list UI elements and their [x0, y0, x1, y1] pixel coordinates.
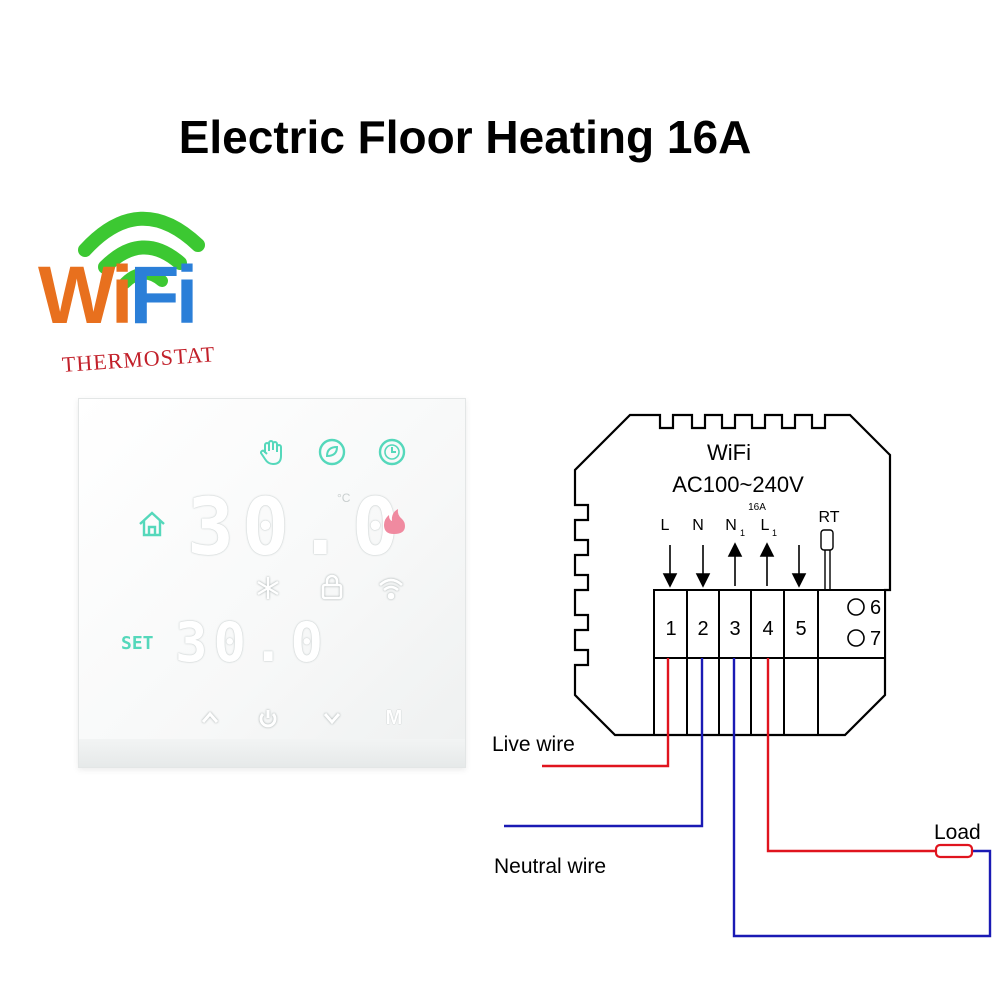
- wifi-arc-outer: [78, 211, 205, 257]
- sensor-label: RT: [818, 509, 839, 526]
- terminal-label-l: L: [661, 517, 670, 534]
- wifi-logo: [78, 211, 205, 289]
- arrow-down-icon: [662, 573, 678, 588]
- sensor-probe: [820, 529, 834, 551]
- wifi-status-icon: [379, 578, 403, 600]
- arrow-down-icon: [791, 573, 807, 588]
- neutral-wire-label: Neutral wire: [494, 855, 606, 878]
- terminal-label-l1: L: [761, 517, 770, 534]
- live-wire-line: [542, 658, 670, 768]
- set-temperature-display: 30.0: [175, 611, 330, 674]
- logo-letter: F: [129, 250, 179, 341]
- mode-button[interactable]: M: [385, 707, 403, 729]
- voltage-label: AC100~240V: [672, 472, 804, 497]
- terminal-3: 3: [729, 618, 740, 640]
- terminal-2: 2: [697, 618, 708, 640]
- current-temperature-display: 30.0: [187, 483, 407, 573]
- terminal-label-n: N: [692, 517, 704, 534]
- terminal-label-n1-sub: 1: [740, 528, 745, 538]
- home-icon: [139, 511, 165, 537]
- load-resistor: [934, 843, 974, 859]
- logo-letter: i: [175, 250, 199, 341]
- power-button[interactable]: [255, 705, 281, 731]
- lock-icon: [321, 574, 343, 600]
- neutral-wire-line: [504, 658, 704, 828]
- sensor-terminal-7: [847, 629, 865, 647]
- page-title: Electric Floor Heating 16A: [178, 111, 752, 163]
- current-label: 16A: [748, 502, 766, 513]
- wifi-arc-inner: [119, 267, 168, 289]
- wifi-arc-middle: [98, 240, 187, 274]
- module-label: WiFi: [707, 440, 751, 465]
- eco-icon[interactable]: [317, 437, 347, 467]
- set-label: SET: [121, 633, 154, 654]
- logo-letter: i: [110, 250, 134, 341]
- thermostat-panel: 30.0 °C SET 30.0 M: [78, 398, 466, 768]
- terminal-block: [653, 589, 886, 659]
- load-neutral-line: [732, 658, 992, 938]
- up-button[interactable]: [197, 705, 223, 731]
- arrow-down-icon: [695, 573, 711, 588]
- degree-unit: °C: [337, 491, 351, 505]
- logo-letter: W: [38, 250, 115, 341]
- terminal-1: 1: [665, 618, 676, 640]
- flame-icon: [384, 509, 405, 534]
- panel-bottom-edge: [79, 739, 465, 767]
- terminal-4: 4: [762, 618, 773, 640]
- hand-icon[interactable]: [257, 437, 287, 467]
- arrow-up-icon: [727, 542, 743, 557]
- clock-icon[interactable]: [377, 437, 407, 467]
- snowflake-icon: [257, 577, 279, 599]
- sensor-terminal-6: [847, 598, 865, 616]
- terminal-label-n1: N: [725, 517, 737, 534]
- terminal-5: 5: [795, 618, 806, 640]
- load-label: Load: [934, 821, 981, 844]
- sensor-terminal-7-label: 7: [870, 628, 881, 650]
- wifi-wordmark: WiFi: [38, 255, 198, 337]
- down-button[interactable]: [319, 705, 345, 731]
- sensor-terminal-6-label: 6: [870, 597, 881, 619]
- terminal-label-l1-sub: 1: [772, 528, 777, 538]
- load-live-line: [766, 658, 936, 853]
- arrow-up-icon: [759, 542, 775, 557]
- live-wire-label: Live wire: [492, 733, 575, 756]
